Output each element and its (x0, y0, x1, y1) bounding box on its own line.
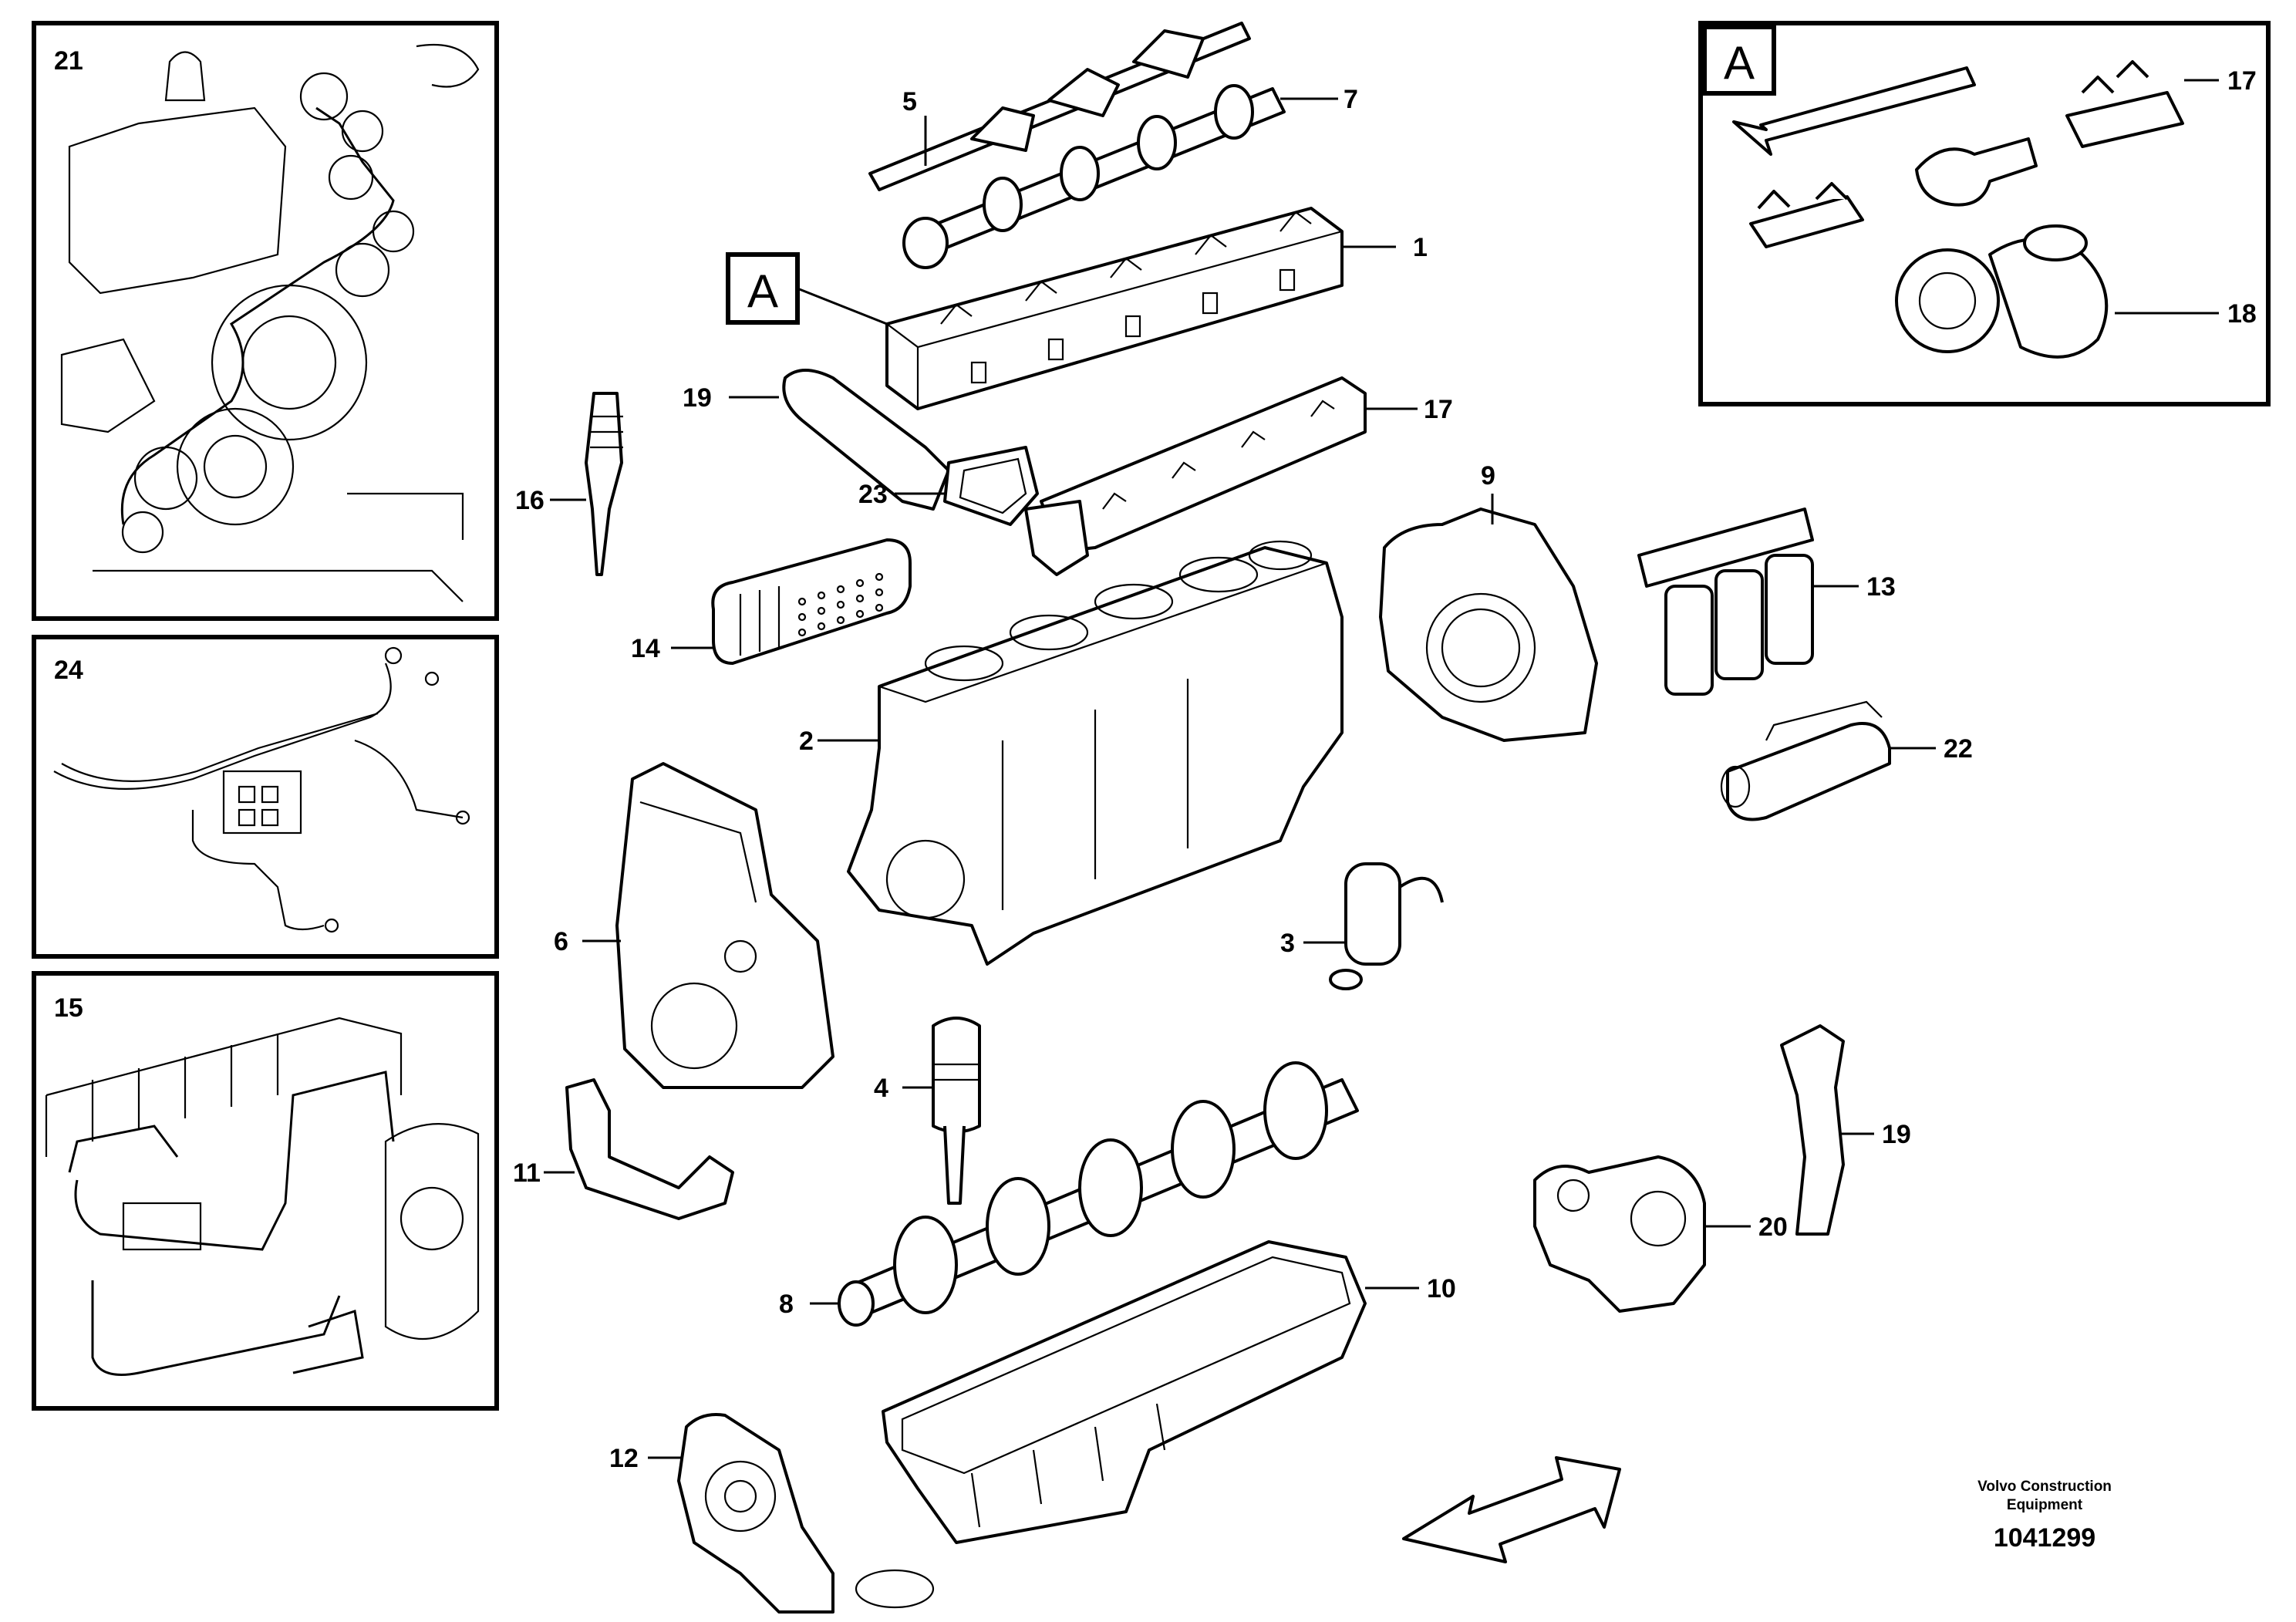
direction-arrow-left-icon (1732, 66, 1976, 156)
part-label-12: 12 (609, 1444, 639, 1473)
intake-manifold-part (1024, 376, 1418, 576)
fuel-lines-drawing (45, 1017, 480, 1376)
callout-box-letter: A (747, 265, 778, 317)
part-label-8: 8 (779, 1290, 794, 1319)
exhaust-manifold-sections-drawing (1749, 60, 2184, 359)
drawing-number: 1041299 (1994, 1523, 2095, 1553)
callout-box-A: A (726, 252, 888, 325)
part-label-17-main: 17 (1424, 395, 1453, 424)
inset-24-panel: 24 (32, 635, 499, 959)
footer-block: Volvo Construction Equipment 1041299 (1977, 1479, 2112, 1553)
inset-21-panel: 21 (32, 21, 499, 621)
company-name-line1: Volvo Construction (1977, 1479, 2112, 1495)
inlet-pipe-part (729, 369, 950, 511)
engine-front-belt-drawing (60, 43, 480, 602)
inset-15-panel: 15 (32, 971, 499, 1411)
rocker-shaft-part (868, 22, 1251, 191)
timing-cover-part (582, 762, 834, 1089)
inset-A-letter: A (1724, 37, 1755, 89)
oil-cooler-part (671, 538, 912, 665)
part-label-16: 16 (515, 486, 544, 515)
water-pump-part (1533, 1155, 1751, 1313)
part-label-7: 7 (1344, 85, 1358, 114)
coolant-pipe-part (1780, 1024, 1874, 1236)
crankshaft-part (810, 1061, 1359, 1327)
part-label-10: 10 (1427, 1274, 1456, 1303)
part-label-9: 9 (1481, 461, 1495, 491)
camshaft-part (902, 84, 1338, 269)
part-label-22: 22 (1944, 734, 1973, 764)
inset-A-panel: A 17 18 (1698, 21, 2271, 406)
gasket-part (895, 446, 1039, 526)
part-label-19-right: 19 (1882, 1120, 1911, 1149)
part-label-14: 14 (631, 634, 660, 663)
part-label-11: 11 (513, 1158, 541, 1188)
part-label-3: 3 (1280, 929, 1295, 958)
cylinder-liner-part (902, 1017, 981, 1205)
inset-15-label: 15 (54, 993, 83, 1023)
cylinder-block-part (818, 540, 1344, 966)
part-label-17-inset: 17 (2227, 66, 2257, 96)
cylinder-head-part (885, 207, 1396, 410)
part-label-1: 1 (1413, 233, 1428, 262)
part-label-23: 23 (858, 480, 888, 509)
company-name-line2: Equipment (2007, 1497, 2083, 1513)
starter-motor-part (1720, 700, 1936, 821)
oil-pump-part (648, 1413, 935, 1614)
part-label-18: 18 (2227, 299, 2257, 329)
part-label-5: 5 (902, 87, 917, 116)
oil-pipe-part (544, 1078, 734, 1220)
wiring-harness-drawing (53, 646, 470, 933)
part-label-4: 4 (874, 1074, 888, 1103)
part-label-13: 13 (1866, 572, 1896, 602)
direction-arrow-right-icon (1402, 1456, 1621, 1563)
part-label-2: 2 (799, 727, 814, 756)
oil-sump-part (882, 1240, 1419, 1544)
part-label-20: 20 (1758, 1212, 1788, 1242)
part-label-19-top: 19 (683, 383, 712, 413)
flywheel-housing-part (1379, 494, 1598, 742)
injector-part (550, 392, 623, 576)
inset-21-label: 21 (54, 46, 83, 76)
inset-24-label: 24 (54, 656, 83, 685)
oil-separator-part (1303, 862, 1444, 990)
part-label-6: 6 (554, 927, 568, 956)
fuel-filters-part (1637, 508, 1859, 696)
